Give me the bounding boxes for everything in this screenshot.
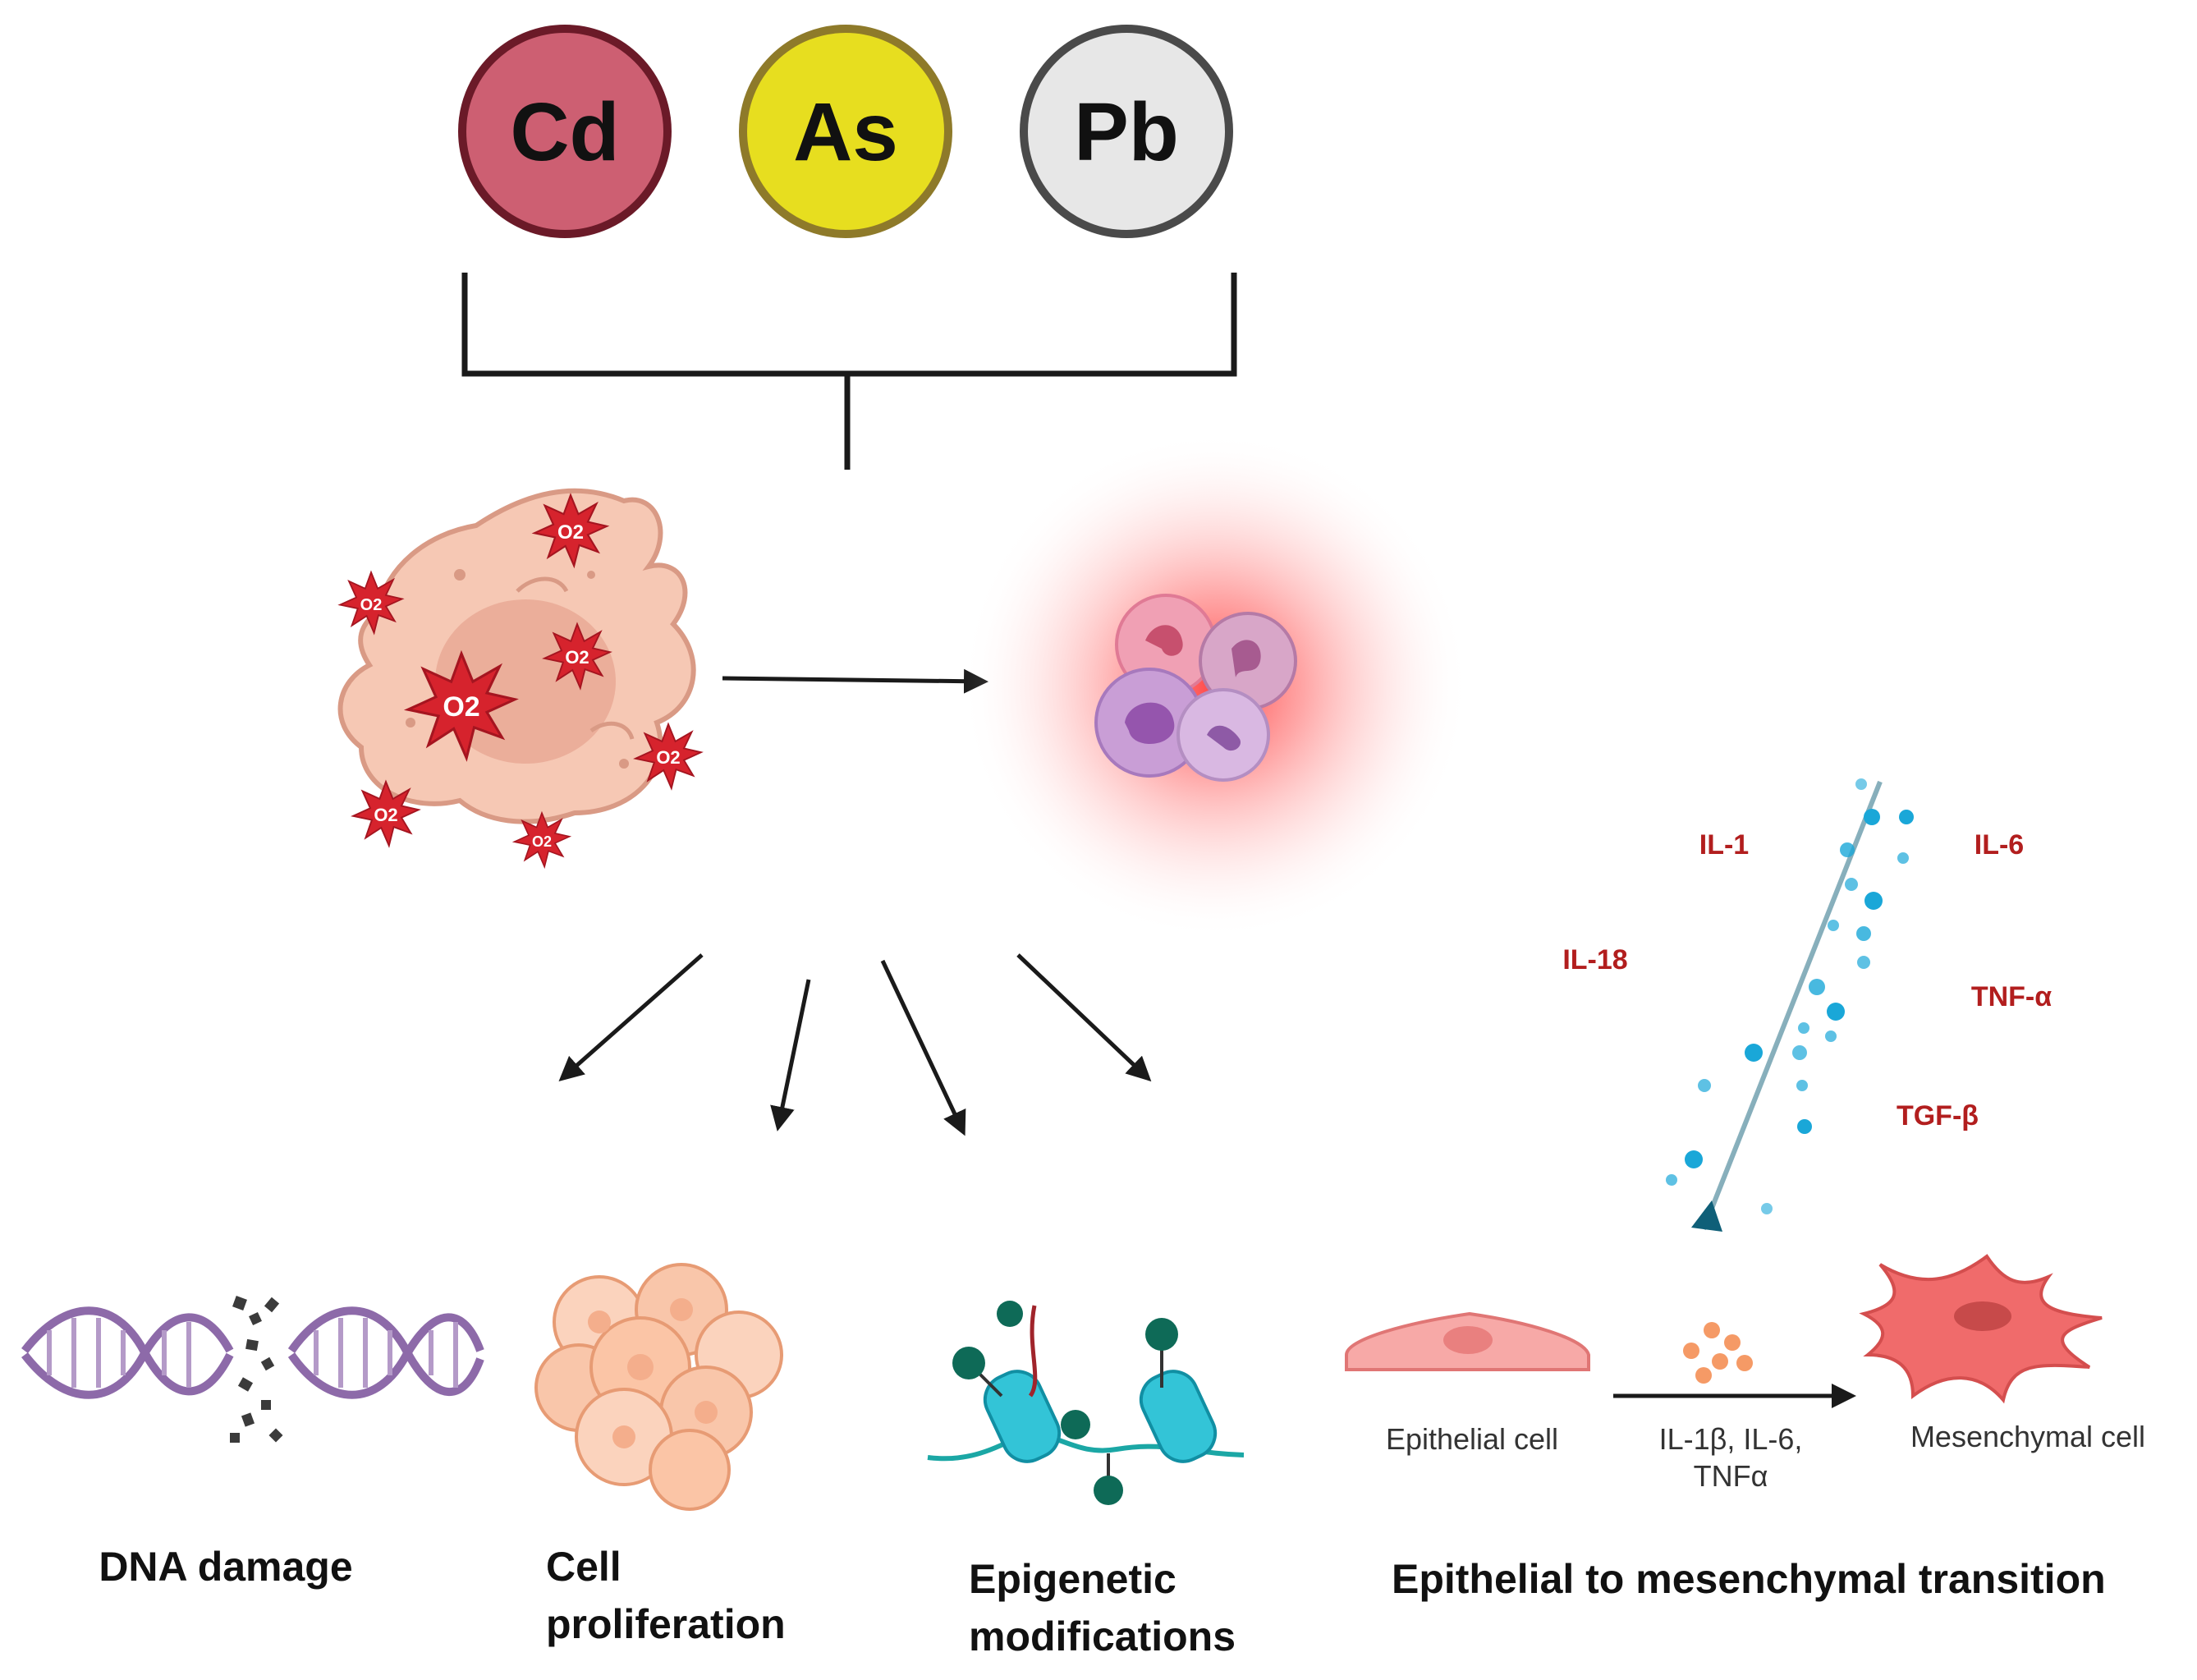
cell-cluster-icon (534, 1263, 783, 1511)
cytokine-labels: IL-1 IL-6 IL-18 TNF-α TGF-β (1562, 829, 2052, 1131)
arrow-to-inflammation (722, 668, 988, 694)
epigenetic-title-line1: Epigenetic (969, 1556, 1176, 1602)
cytokine-tgfb: TGF-β (1897, 1100, 1979, 1131)
cell-proliferation-title-line1: Cell (546, 1544, 621, 1590)
cytokine-il6: IL-6 (1975, 829, 2024, 861)
epigenetic-title-line2: modifications (969, 1613, 1236, 1659)
metal-cd-label: Cd (510, 86, 619, 178)
metal-pb-label: Pb (1074, 86, 1179, 178)
cytokine-il18: IL-18 (1562, 944, 1627, 975)
bracket-connector (461, 273, 1237, 470)
nucleosome-icon (927, 1301, 1245, 1505)
svg-text:O2: O2 (532, 833, 552, 850)
ros-burst-icon: O2 O2 O2 O2 O2 O2 O2 (339, 493, 702, 868)
cell-proliferation-title-line2: proliferation (546, 1601, 786, 1647)
metal-pb: Pb (1020, 25, 1233, 238)
cytokine-il1: IL-1 (1699, 829, 1749, 861)
dna-helix-icon (21, 1296, 484, 1443)
svg-text:O2: O2 (565, 647, 589, 668)
epithelial-cell-label: Epithelial cell (1386, 1422, 1558, 1456)
cytokine-dots (1666, 778, 1914, 1214)
cytokine-tnfa: TNF-α (1971, 981, 2052, 1012)
arrow-to-dna-damage (558, 953, 704, 1081)
stressed-cell-icon (337, 488, 696, 824)
mediators-label-line1: IL-1β, IL-6, (1659, 1422, 1803, 1456)
arrow-to-emt (1016, 953, 1152, 1082)
mediator-dots (1683, 1322, 1753, 1384)
svg-text:O2: O2 (374, 805, 397, 825)
mesenchymal-cell-icon (1859, 1254, 2103, 1404)
metal-as-label: As (793, 86, 898, 178)
arrow-to-epigenetic (880, 959, 966, 1136)
metal-as: As (739, 25, 952, 238)
immune-cells-icon (961, 431, 1470, 940)
emt-title: Epithelial to mesenchymal transition (1392, 1556, 2106, 1602)
dna-damage-title: DNA damage (99, 1544, 352, 1590)
epithelial-cell-icon (1345, 1311, 1590, 1371)
svg-text:O2: O2 (557, 521, 584, 544)
svg-text:O2: O2 (656, 747, 680, 768)
arrow-to-cell-proliferation (770, 979, 811, 1131)
svg-text:O2: O2 (443, 691, 479, 723)
mesenchymal-cell-label: Mesenchymal cell (1910, 1420, 2145, 1453)
metal-cd: Cd (458, 25, 672, 238)
mediators-label-line2: TNFα (1694, 1459, 1768, 1493)
svg-text:O2: O2 (360, 596, 383, 614)
